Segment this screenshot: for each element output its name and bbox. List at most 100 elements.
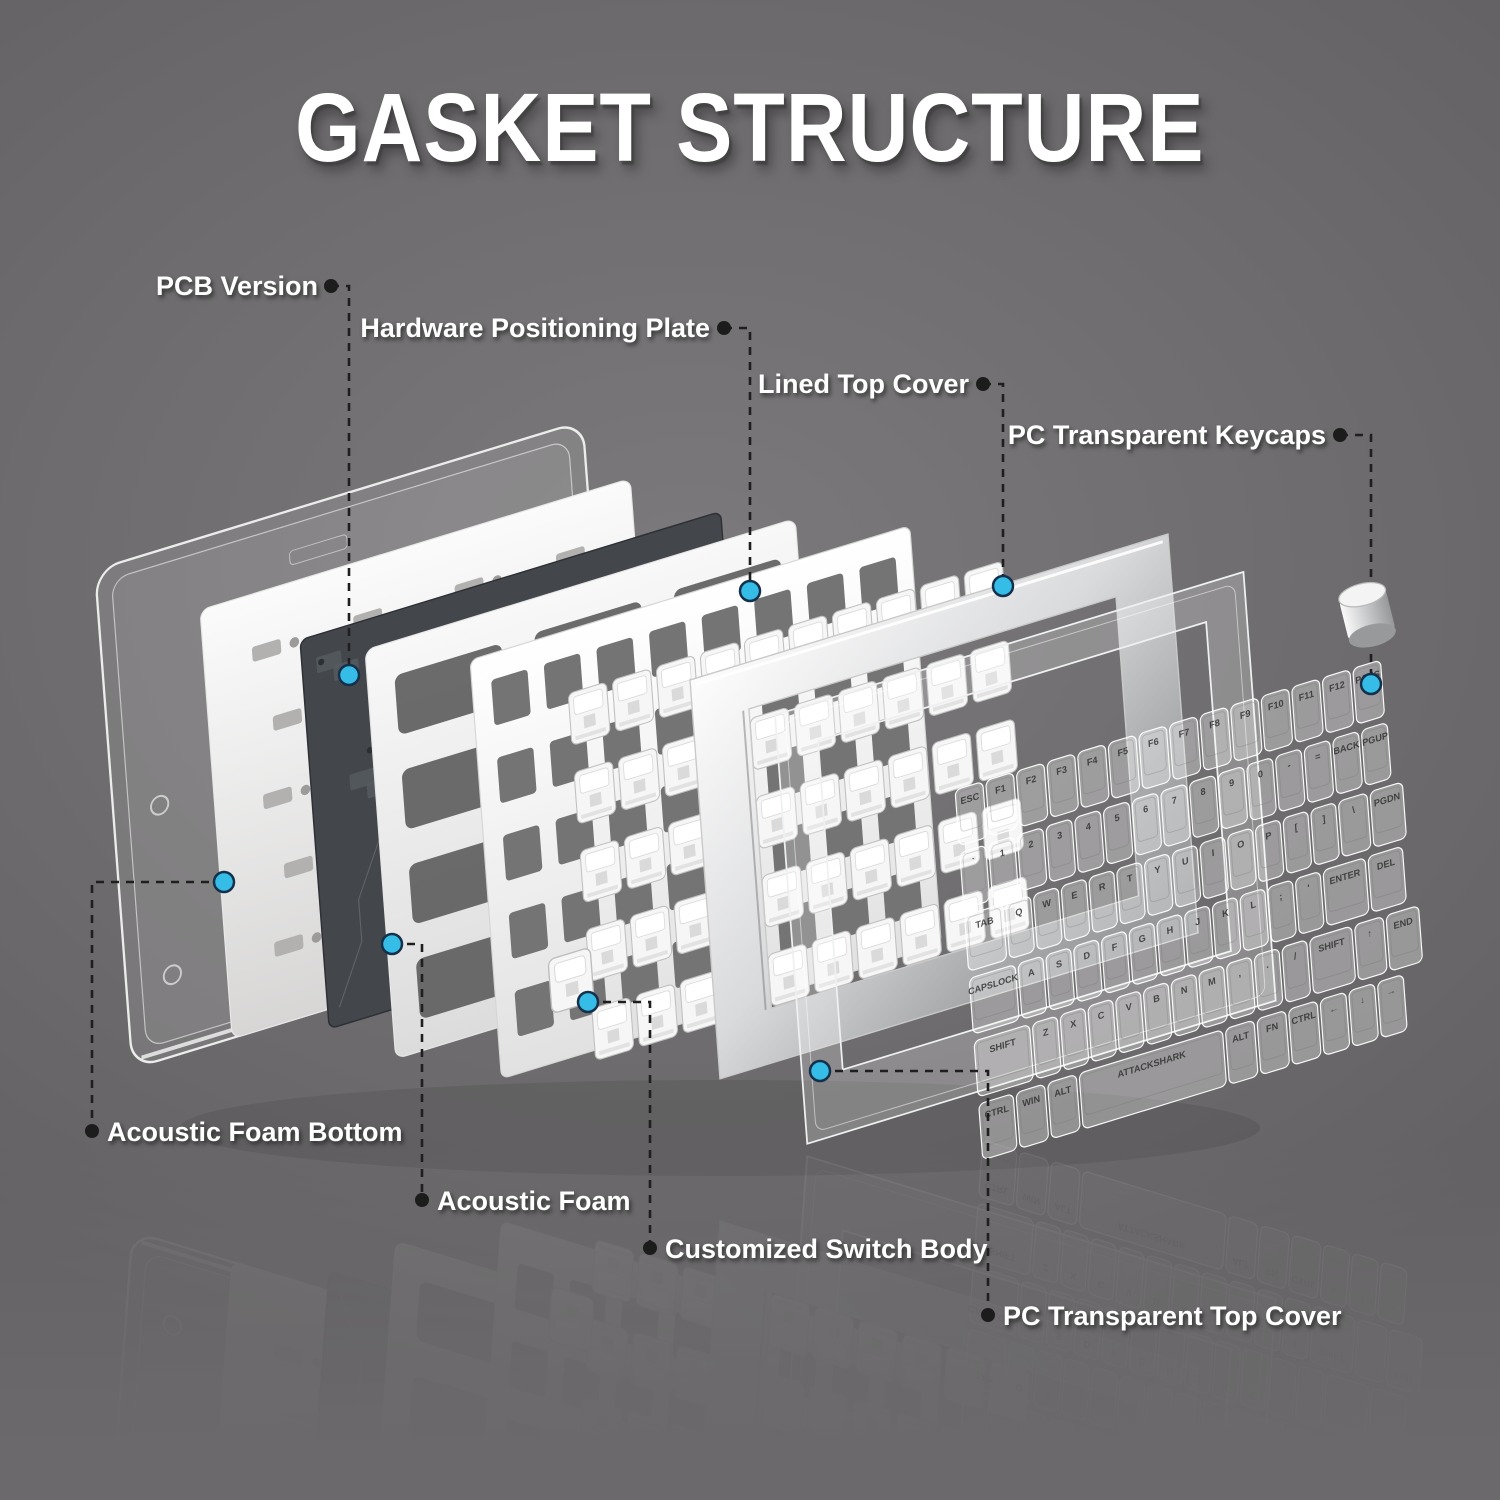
switch — [755, 786, 799, 849]
keycap: END — [1385, 906, 1423, 971]
keycap: F10 — [1260, 688, 1293, 752]
keycap: F7 — [1169, 717, 1202, 780]
switch — [793, 694, 837, 757]
page-title: GASKET STRUCTURE — [295, 73, 1205, 182]
svg-text:5: 5 — [1114, 812, 1121, 825]
keycap: F11 — [1291, 679, 1324, 743]
keycap: 4 — [1074, 810, 1105, 873]
switch — [881, 667, 925, 730]
keycap: M — [1198, 965, 1228, 1028]
svg-text:TAB: TAB — [975, 915, 994, 932]
svg-text:/: / — [1293, 951, 1297, 963]
svg-text:V: V — [1125, 1001, 1133, 1014]
svg-text:F10: F10 — [1268, 698, 1284, 714]
svg-text:FN: FN — [1266, 1021, 1279, 1036]
keycap: F6 — [1138, 726, 1171, 789]
keycap: CTRL — [1288, 1001, 1322, 1065]
component-marker-foam-bottom — [212, 870, 236, 894]
switch — [629, 905, 673, 968]
label-dot — [324, 279, 338, 293]
svg-text:6: 6 — [1143, 804, 1149, 817]
keycap: DEL — [1367, 847, 1407, 912]
svg-text:`: ` — [972, 856, 976, 868]
svg-text:F7: F7 — [1178, 727, 1189, 741]
svg-text:↓: ↓ — [1360, 994, 1365, 1006]
keycap: 1 — [988, 837, 1019, 900]
keycap: \ — [1338, 793, 1372, 857]
switch — [981, 798, 1024, 860]
switch — [767, 944, 810, 1006]
keycap: BACK — [1332, 731, 1363, 794]
label-dot — [85, 1124, 99, 1138]
keycap: SHIFT — [1309, 926, 1356, 994]
svg-text:N: N — [1181, 984, 1189, 997]
switch — [887, 746, 931, 809]
layer-pc-transparent-top-cover — [774, 570, 1277, 1145]
svg-text:E: E — [1071, 889, 1078, 902]
svg-text:P: P — [1265, 830, 1272, 843]
layer-stack: ESCF1F2F3F4F5F6F7F8F9F10F11F12PAUS`12345… — [95, 426, 1423, 1160]
callout-pcb-version: PCB Version — [156, 271, 361, 687]
svg-text:4: 4 — [1085, 821, 1092, 834]
keycap: , — [1226, 957, 1256, 1020]
keycap: ; — [1267, 880, 1297, 943]
svg-text:DEL: DEL — [1377, 857, 1396, 874]
svg-text:ALT: ALT — [1054, 1084, 1072, 1100]
callout-customized-switch-body: Customized Switch Body — [576, 990, 988, 1264]
label-dot — [1333, 428, 1347, 442]
keycap: 8 — [1189, 775, 1220, 838]
keycap: L — [1239, 889, 1269, 951]
switch — [899, 903, 942, 966]
keycap: P — [1254, 820, 1285, 882]
switch — [799, 773, 843, 835]
svg-text:I: I — [1211, 848, 1214, 860]
svg-text:8: 8 — [1200, 786, 1206, 799]
callout-label: Lined Top Cover — [758, 369, 969, 399]
keycap: ↑ — [1354, 917, 1388, 980]
callout-pc-transparent-top-cover: PC Transparent Top Cover — [808, 1059, 1342, 1331]
keycap: D — [1073, 939, 1103, 1002]
callout-hardware-positioning-plate: Hardware Positioning Plate — [360, 313, 762, 603]
callout-acoustic-foam-bottom: Acoustic Foam Bottom — [85, 870, 403, 1147]
keycap: / — [1281, 940, 1311, 1003]
svg-text:→: → — [1386, 985, 1396, 999]
svg-text:A: A — [1028, 967, 1036, 980]
svg-text:2: 2 — [1028, 839, 1034, 852]
svg-text:9: 9 — [1229, 777, 1235, 790]
keycap: ] — [1310, 803, 1340, 865]
svg-text:F2: F2 — [1025, 773, 1036, 787]
switch — [673, 892, 717, 954]
reflection-fade — [0, 1145, 1500, 1500]
component-marker-lined-cover — [991, 574, 1015, 598]
keycap: 2 — [1016, 828, 1048, 891]
keycap: CAPSLOCK — [968, 965, 1020, 1034]
keycap: 9 — [1217, 766, 1248, 829]
svg-text:↑: ↑ — [1367, 928, 1372, 940]
svg-text:\: \ — [1352, 805, 1356, 817]
svg-text:U: U — [1182, 855, 1190, 868]
keycap: U — [1171, 845, 1202, 908]
switch — [579, 840, 623, 903]
switch — [749, 707, 793, 770]
svg-text:C: C — [1097, 1010, 1105, 1023]
svg-text:B: B — [1153, 993, 1161, 1006]
keycap: V — [1115, 991, 1145, 1053]
svg-text:F6: F6 — [1148, 736, 1159, 750]
svg-text:O: O — [1237, 838, 1245, 851]
keycap: ' — [1295, 872, 1325, 934]
keycap: WIN — [1015, 1084, 1049, 1148]
switch — [987, 877, 1030, 939]
switch — [568, 682, 611, 745]
svg-text:F12: F12 — [1329, 679, 1345, 695]
svg-text:Q: Q — [1015, 906, 1023, 919]
svg-text:F1: F1 — [995, 783, 1007, 797]
svg-text:W: W — [1042, 897, 1051, 911]
switch — [655, 656, 699, 718]
keycap: S — [1045, 948, 1075, 1011]
switch — [591, 997, 635, 1060]
keycap: F2 — [1016, 763, 1049, 827]
switch — [931, 732, 974, 795]
svg-text:F3: F3 — [1056, 764, 1067, 778]
callout-label: Hardware Positioning Plate — [360, 313, 710, 343]
